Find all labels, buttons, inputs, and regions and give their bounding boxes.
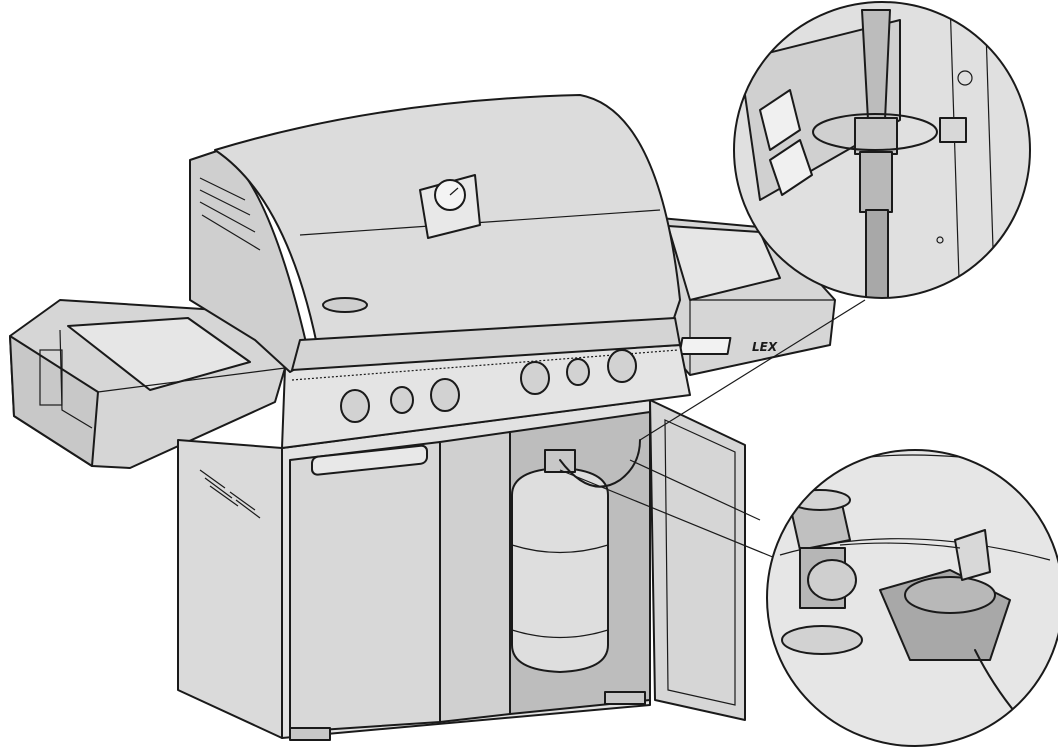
cabinet-left-door: [290, 442, 440, 732]
zoom-callout-tank-regulator: [760, 450, 1058, 750]
lex-badge: LEX: [680, 338, 778, 354]
cabinet-right-door: [650, 400, 745, 720]
lid-logo: [323, 298, 367, 312]
grill-cabinet: [178, 400, 745, 740]
grill-lid: [190, 95, 680, 372]
lex-badge-text: LEX: [752, 340, 778, 354]
cabinet-left-side: [178, 440, 282, 738]
